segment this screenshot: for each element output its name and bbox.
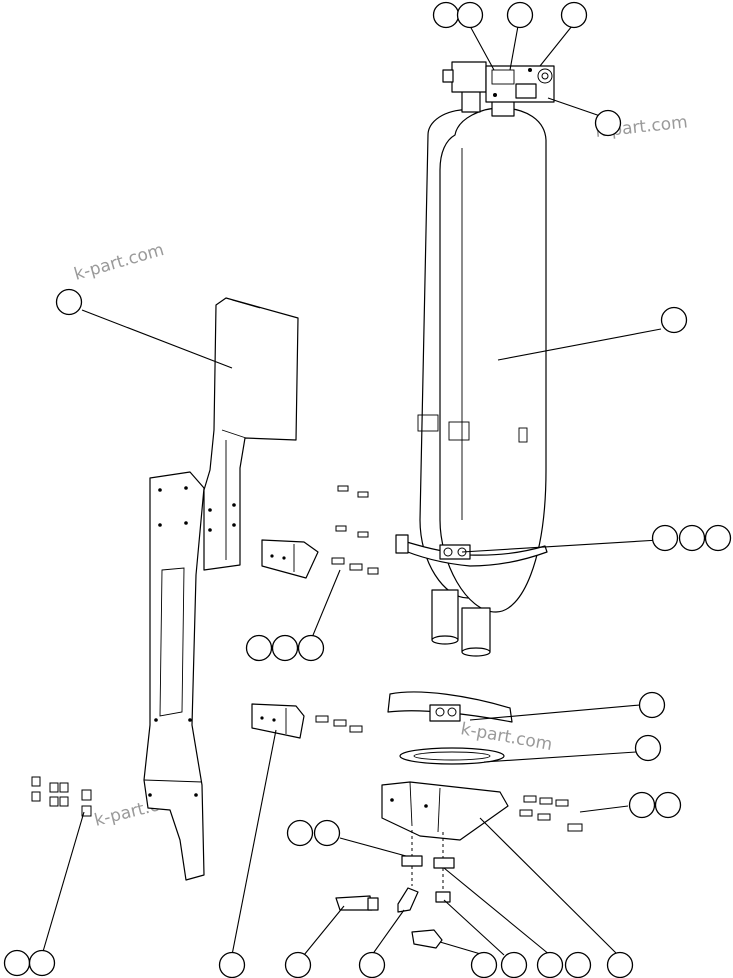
callout-balloon	[284, 951, 312, 978]
callout-balloons	[3, 1, 732, 978]
callout-balloon	[470, 951, 498, 978]
callout-balloon	[606, 951, 634, 978]
lower-bracket	[251, 703, 305, 739]
callout-balloon	[536, 951, 564, 978]
callout-balloon	[594, 109, 622, 137]
leader-lines	[41, 25, 662, 956]
callout-balloon	[560, 1, 588, 29]
callout-balloon	[678, 524, 706, 552]
callout-balloon	[218, 951, 246, 978]
callout-balloon	[704, 524, 732, 552]
bolt-set-right	[519, 795, 583, 832]
callout-balloon	[286, 819, 314, 847]
callout-balloon	[634, 734, 662, 762]
callout-balloon	[358, 951, 386, 978]
callout-balloon	[245, 634, 273, 662]
callout-balloon	[564, 951, 592, 978]
clamp-band	[387, 691, 513, 723]
upper-cover-plate	[203, 297, 299, 571]
callout-balloon	[432, 1, 460, 29]
callout-balloon	[3, 949, 31, 977]
callout-balloon	[654, 791, 682, 819]
watermark-left: k-part.com	[72, 240, 166, 285]
callout-balloon	[297, 634, 325, 662]
bolt-set-upper	[331, 485, 379, 575]
callout-balloon	[28, 949, 56, 977]
fittings	[335, 830, 455, 949]
gasket-ring	[399, 747, 505, 765]
callout-balloon	[271, 634, 299, 662]
callout-balloon	[660, 306, 688, 334]
callout-balloon	[651, 524, 679, 552]
nut-cluster	[31, 776, 92, 817]
lower-support-block	[381, 781, 509, 841]
callout-balloon	[638, 691, 666, 719]
callout-balloon	[628, 791, 656, 819]
callout-balloon	[500, 951, 528, 978]
callout-balloon	[313, 819, 341, 847]
callout-balloon	[55, 288, 83, 316]
callout-balloon	[506, 1, 534, 29]
callout-balloon	[456, 1, 484, 29]
accumulator-tanks	[395, 89, 548, 657]
long-mounting-plate	[143, 471, 205, 881]
bolt-set-lower	[315, 715, 363, 733]
upper-bracket	[261, 539, 319, 579]
top-valve-block	[442, 61, 555, 103]
